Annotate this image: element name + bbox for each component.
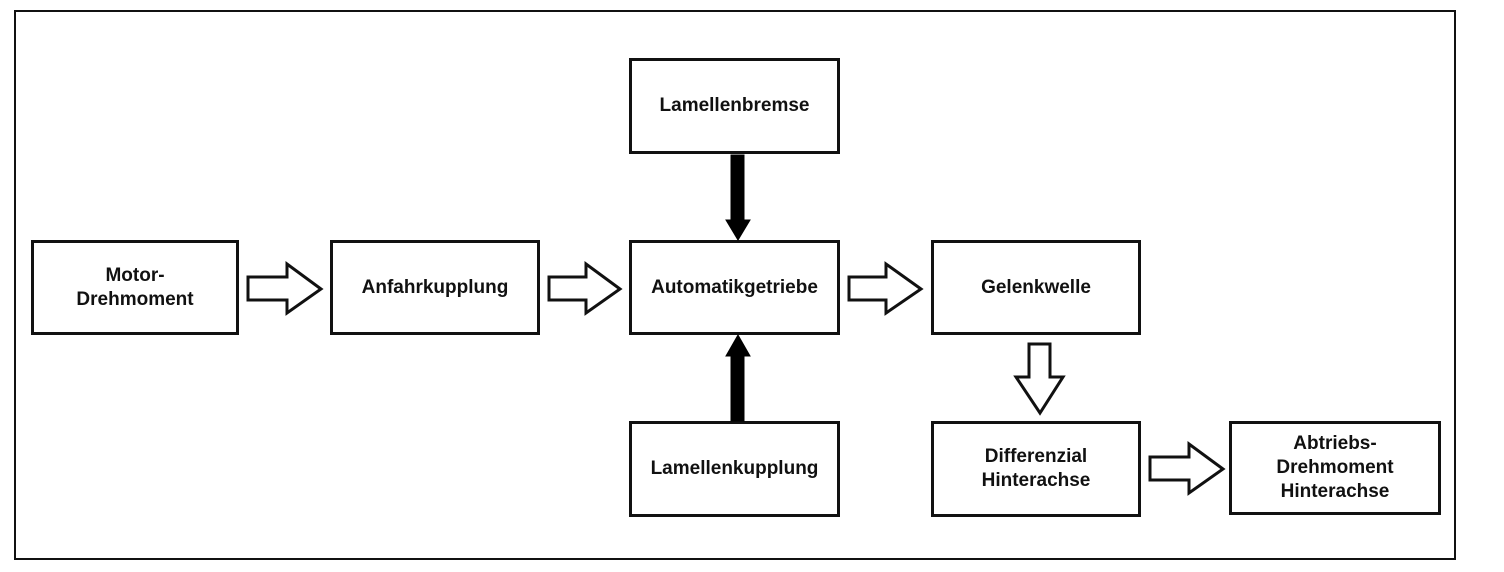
label-automatikgetriebe: Automatikgetriebe	[651, 276, 818, 298]
label-abtriebs-drehmoment: Abtriebs- Drehmoment Hinterachse	[1276, 433, 1394, 502]
box-automatikgetriebe: Automatikgetriebe	[629, 240, 840, 335]
box-abtriebs-drehmoment: Abtriebs- Drehmoment Hinterachse	[1229, 421, 1441, 515]
box-lamellenkupplung: Lamellenkupplung	[629, 421, 840, 517]
arrow-automatikgetriebe-to-gelenkwelle	[847, 261, 924, 316]
arrow-anfahrkupplung-to-automatikgetriebe	[547, 261, 623, 316]
label-gelenkwelle: Gelenkwelle	[981, 276, 1091, 298]
diagram-frame	[14, 10, 1456, 560]
box-anfahrkupplung: Anfahrkupplung	[330, 240, 540, 335]
box-gelenkwelle: Gelenkwelle	[931, 240, 1141, 335]
arrow-gelenkwelle-to-differenzial	[1013, 342, 1066, 416]
arrow-lamellenbremse-to-automatikgetriebe	[725, 154, 751, 241]
label-lamellenbremse: Lamellenbremse	[659, 95, 810, 116]
arrow-lamellenkupplung-to-automatikgetriebe	[725, 333, 751, 422]
box-motor-drehmoment: Motor- Drehmoment	[31, 240, 239, 335]
box-differenzial-hinterachse: Differenzial Hinterachse	[931, 421, 1141, 517]
arrow-motor-to-anfahrkupplung	[246, 261, 324, 316]
label-lamellenkupplung: Lamellenkupplung	[650, 458, 819, 479]
arrow-differenzial-to-abtrieb	[1148, 441, 1226, 496]
label-anfahrkupplung: Anfahrkupplung	[361, 276, 509, 298]
box-lamellenbremse: Lamellenbremse	[629, 58, 840, 154]
label-differenzial-hinterachse: Differenzial Hinterachse	[981, 446, 1091, 491]
label-motor-drehmoment: Motor- Drehmoment	[76, 264, 194, 310]
